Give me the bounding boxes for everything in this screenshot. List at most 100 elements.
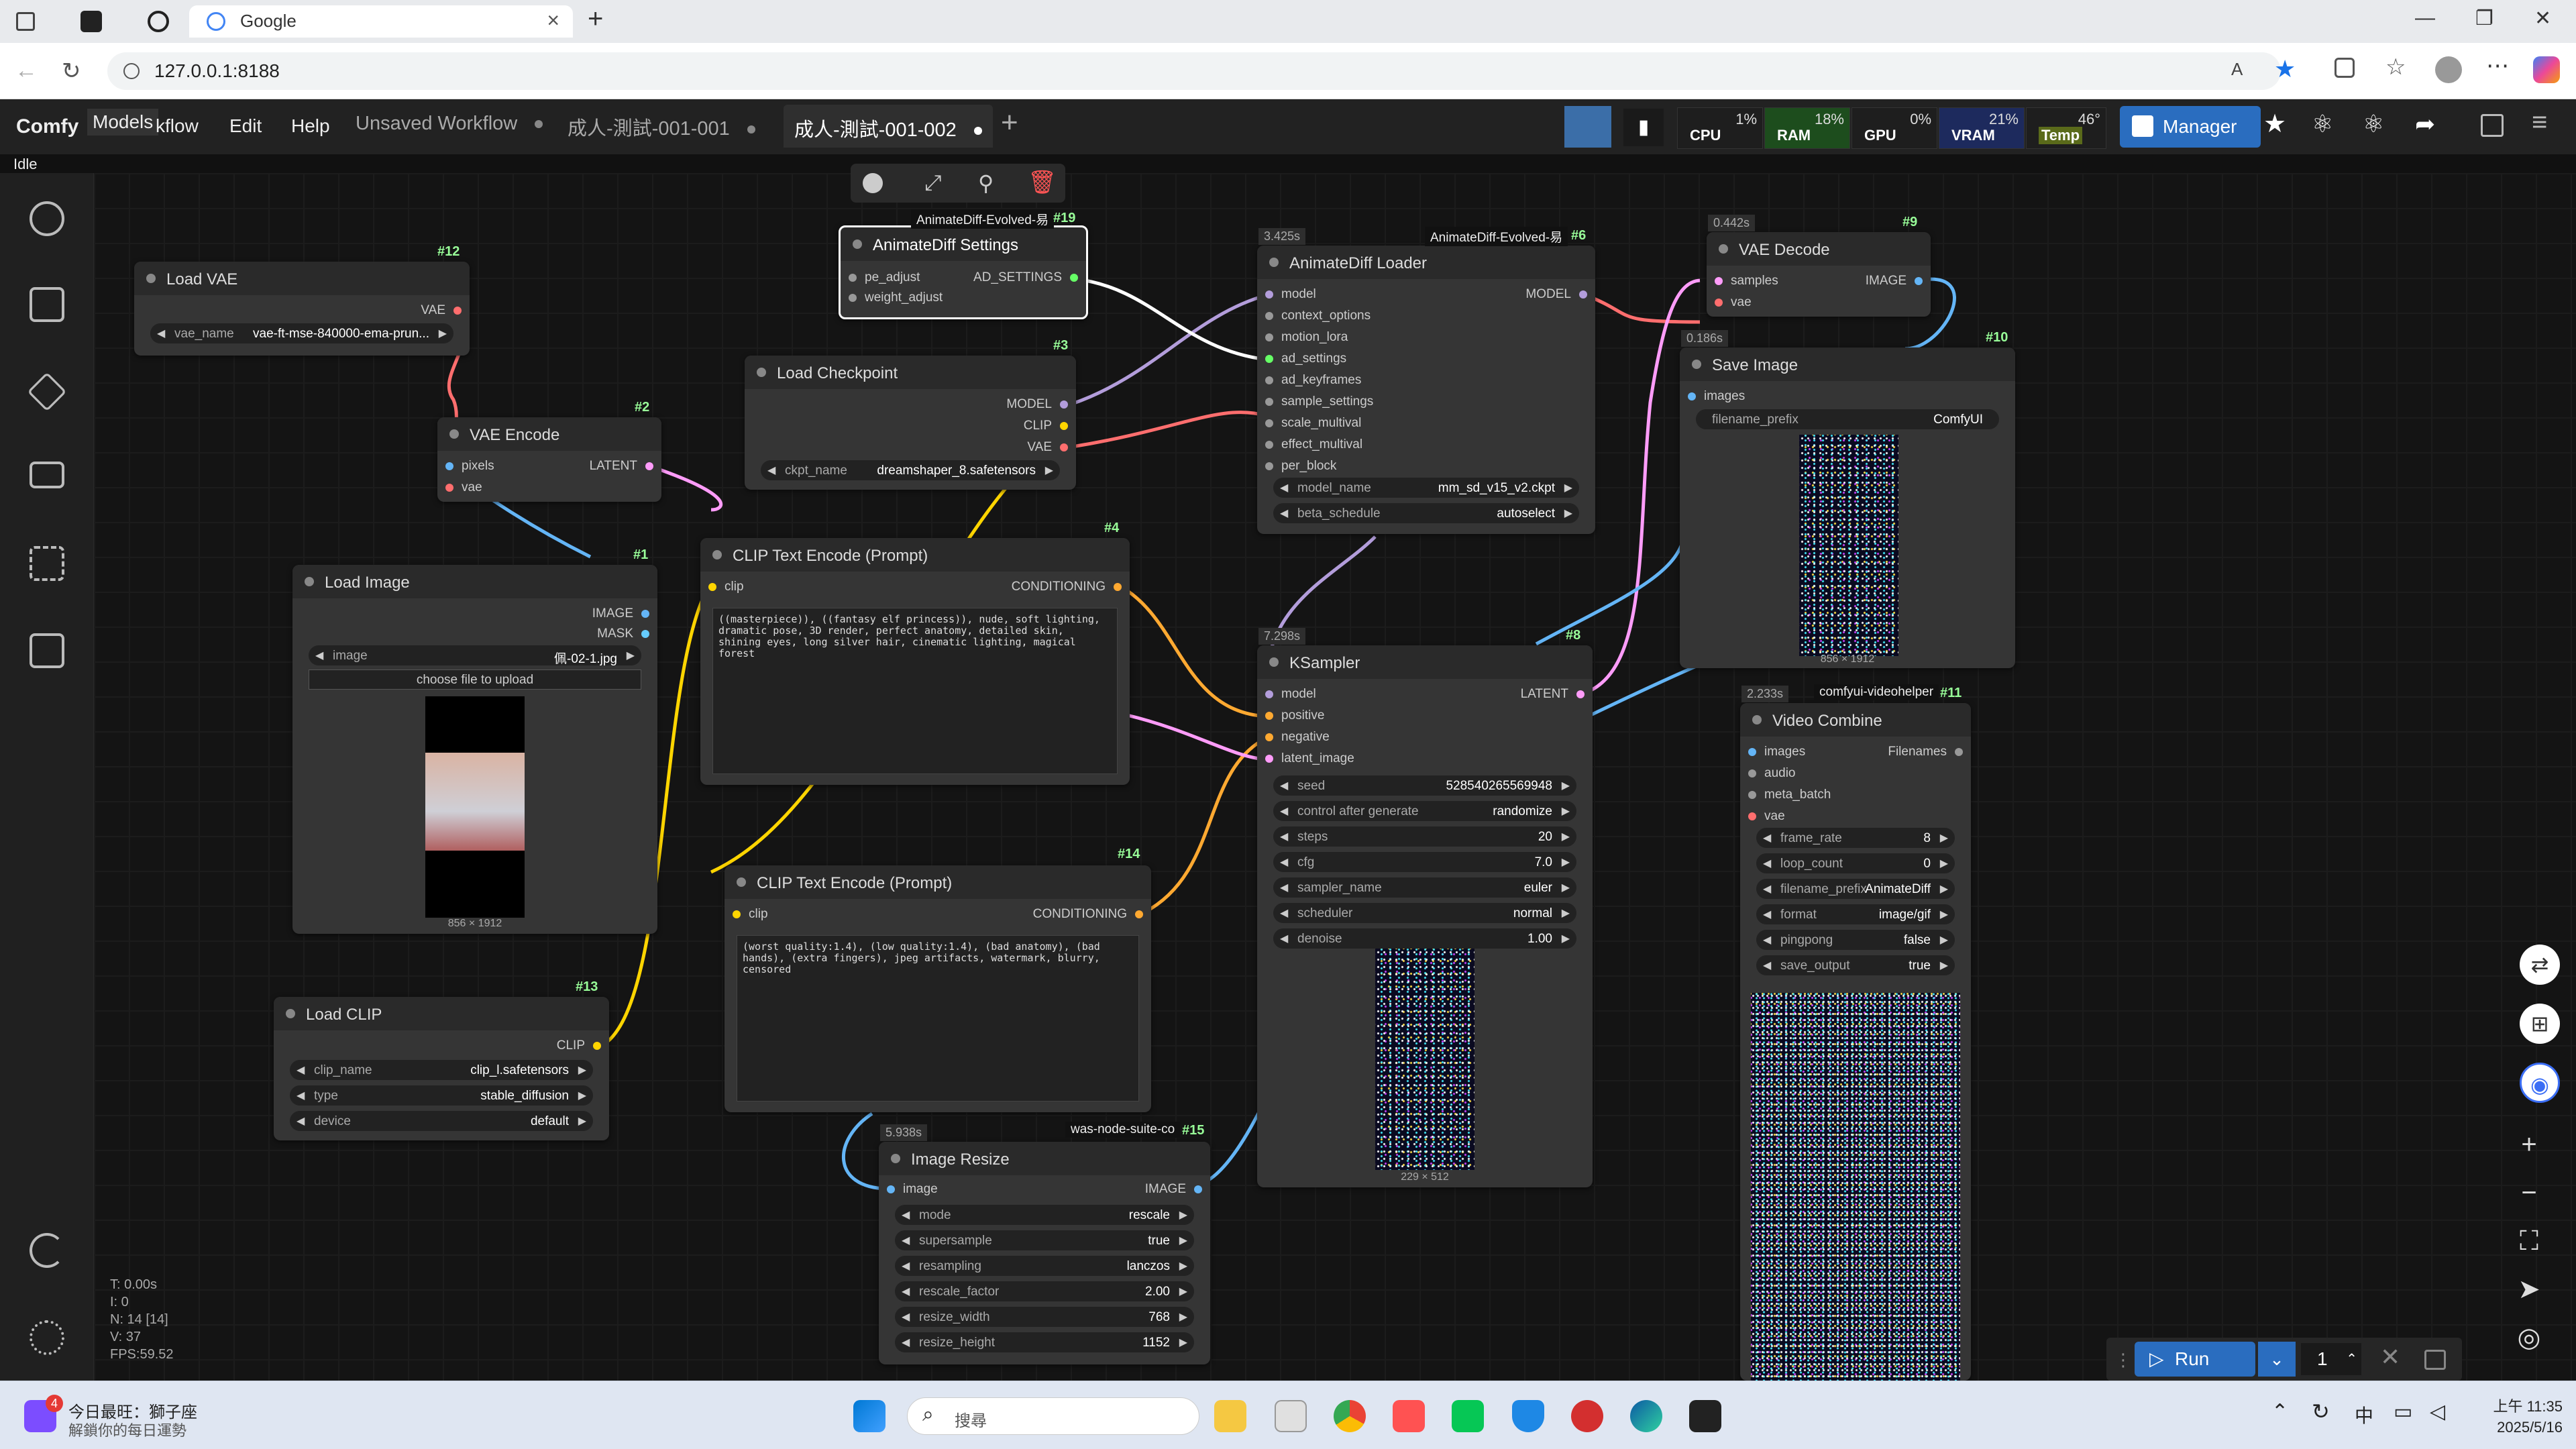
batch-count-input[interactable]: 1⌃ [2301,1343,2361,1375]
input-slot[interactable]: context_options [1257,309,1371,323]
file-explorer-icon[interactable] [1214,1400,1246,1432]
stepper-icon[interactable]: ⌃ [2346,1352,2357,1366]
app-icon-4[interactable] [1393,1400,1425,1432]
arrow-right-icon[interactable]: ▶ [1179,1337,1187,1348]
node-vae-encode[interactable]: VAE Encode pixels vae LATENT [437,417,661,502]
input-image[interactable]: image [879,1182,938,1197]
settings-gear-icon[interactable] [30,1320,64,1355]
tray-sync-icon[interactable]: ↻ [2312,1399,2330,1424]
fit-view-icon[interactable]: ⛶ [2520,1226,2538,1256]
collapse-dot[interactable] [757,368,766,377]
output-mask[interactable]: MASK [597,627,657,641]
reload-icon[interactable]: ↻ [62,58,81,84]
profile-avatar[interactable] [2435,56,2462,83]
chrome-icon[interactable] [1334,1400,1366,1432]
collapse-dot[interactable] [891,1154,900,1163]
arrow-left-icon[interactable]: ◀ [902,1311,910,1323]
collapse-dot[interactable] [449,429,459,439]
arrow-right-icon[interactable]: ▶ [1561,780,1570,792]
output-clip[interactable]: CLIP [1024,419,1076,433]
start-windows-icon[interactable] [853,1400,885,1432]
widgets-button[interactable]: 4 今日最旺：獅子座 解鎖你的每日運勢 [24,1395,246,1439]
browser-tab-google[interactable]: Google × [189,5,573,38]
arrow-left-icon[interactable]: ◀ [1763,833,1772,844]
collapse-dot[interactable] [712,550,722,559]
arrow-left-icon[interactable]: ◀ [1763,909,1772,920]
cancel-run-icon[interactable]: ✕ [2380,1343,2401,1371]
arrow-left-icon[interactable]: ◀ [297,1116,305,1127]
folder-icon[interactable] [30,462,64,488]
copilot-chat-icon[interactable]: ◉ [2520,1063,2560,1103]
crystools-icon[interactable] [1564,106,1611,148]
info-icon[interactable] [123,63,140,79]
tab-workflow-002[interactable]: 成人-測試-001-002 [784,105,993,148]
input-weight-adjust[interactable]: weight_adjust [841,290,943,305]
node-load-checkpoint[interactable]: Load Checkpoint MODEL CLIP VAE ◀ckpt_nam… [745,356,1076,490]
input-vae[interactable]: vae [437,480,482,495]
arrow-left-icon[interactable]: ◀ [902,1210,910,1221]
node-animatediff-settings[interactable]: AnimateDiff Settings pe_adjust weight_ad… [839,225,1088,319]
search-box[interactable]: ⌕ 搜尋 [907,1397,1199,1435]
arrow-left-icon[interactable]: ◀ [902,1260,910,1272]
workflow-menu[interactable]: kflow [156,115,199,136]
arrow-left-icon[interactable]: ◀ [1280,882,1289,894]
arrow-right-icon[interactable]: ▶ [1561,806,1570,817]
input-slot[interactable]: positive [1257,708,1324,723]
upload-button[interactable]: choose file to upload [309,669,641,690]
collapse-dot[interactable] [146,274,156,283]
collapse-dot[interactable] [1269,258,1279,267]
input-slot[interactable]: sample_settings [1257,394,1373,409]
prompt-textarea[interactable]: ((masterpiece)), ((fantasy elf princess)… [712,608,1118,774]
collapse-dot[interactable] [737,877,746,887]
bypass-icon[interactable]: ⤢ [924,170,942,195]
bookmark-icon[interactable]: ▮ [1623,109,1664,146]
zoom-out-icon[interactable]: − [2521,1178,2537,1208]
back-icon[interactable]: ← [15,58,38,83]
terminal-icon[interactable] [1689,1400,1721,1432]
output-latent[interactable]: LATENT [1521,687,1593,702]
output-conditioning[interactable]: CONDITIONING [1012,580,1130,594]
apps-grid-icon[interactable]: ⊞ [2520,1004,2560,1044]
arrow-left-icon[interactable]: ◀ [1763,934,1772,946]
tab-unsaved-workflow[interactable]: Unsaved Workflow [356,113,543,135]
input-pixels[interactable]: pixels [437,459,494,474]
arrow-left-icon[interactable]: ◀ [1280,806,1289,817]
edge-icon[interactable] [1630,1400,1662,1432]
output-ad-settings[interactable]: AD_SETTINGS [973,270,1086,285]
output-vae[interactable]: VAE [1027,440,1076,455]
output-clip[interactable]: CLIP [557,1038,609,1053]
collapse-dot[interactable] [1269,657,1279,667]
input-slot[interactable]: audio [1740,766,1796,781]
arrow-left-icon[interactable]: ◀ [1280,508,1289,519]
input-clip[interactable]: clip [724,907,768,922]
arrow-right-icon[interactable]: ▶ [1179,1286,1187,1297]
favorites-icon[interactable]: ☆ [2385,54,2406,80]
share-icon-2[interactable]: ⚛ [2363,110,2385,138]
arrow-right-icon[interactable]: ▶ [1561,831,1570,843]
arrow-left-icon[interactable]: ◀ [902,1337,910,1348]
arrow-left-icon[interactable]: ◀ [902,1286,910,1297]
run-button[interactable]: ▷ Run [2135,1342,2255,1377]
output-image[interactable]: IMAGE [1145,1182,1210,1197]
collapse-dot[interactable] [1719,244,1728,254]
video-preview-gif[interactable] [1751,993,1960,1381]
arrow-right-icon[interactable]: ▶ [1179,1260,1187,1272]
app-icon-2[interactable] [1275,1400,1307,1432]
output-vae[interactable]: VAE [421,303,470,318]
